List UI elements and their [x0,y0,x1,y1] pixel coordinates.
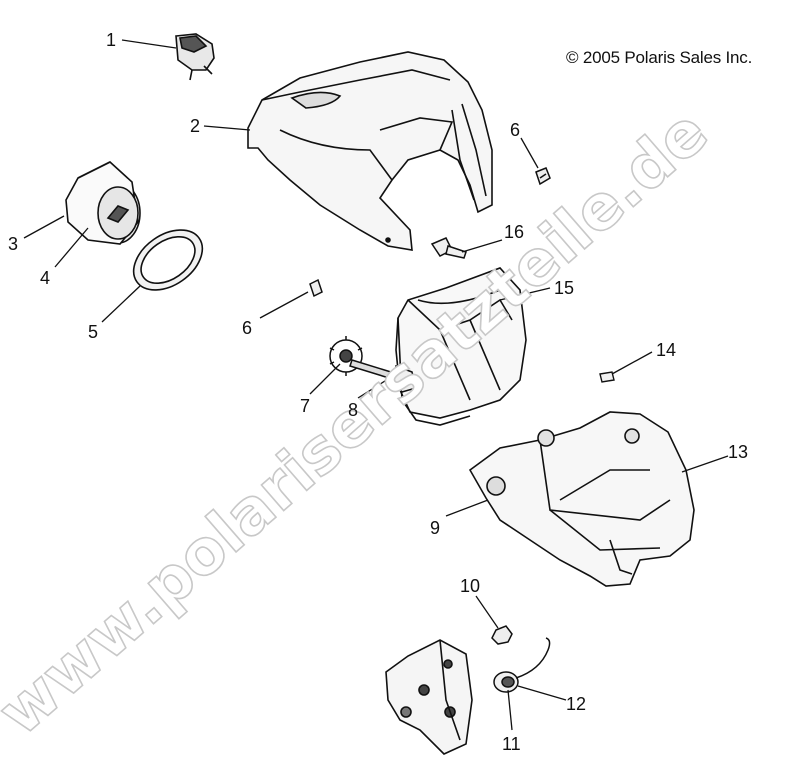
part-11-12-sensor [493,637,551,693]
part-5-ring [132,229,204,291]
callout-6-lower: 6 [242,318,253,338]
callout-16: 16 [504,222,525,242]
callout-11: 11 [502,734,521,754]
part-14-clip [599,371,615,383]
callout-3: 3 [8,234,19,254]
part-2-cowl [247,51,493,251]
part-6-screw-upper [535,167,551,186]
callout-5: 5 [88,322,99,342]
part-3-4-gauge [65,161,141,245]
callout-9: 9 [430,518,441,538]
callout-2: 2 [190,116,201,136]
bracket [385,639,473,755]
callout-1: 1 [106,30,117,50]
part-1-switch [175,33,215,81]
callout-14: 14 [656,340,677,360]
callout-8: 8 [348,400,359,420]
leader-lines [23,39,729,731]
callout-15: 15 [554,278,575,298]
callout-10: 10 [460,576,481,596]
part-16-pin [430,237,467,259]
part-8-shaft [349,359,417,393]
callout-13: 13 [728,442,749,462]
callout-7: 7 [300,396,311,416]
callout-6-upper: 6 [510,120,521,140]
part-6-screw-lower [309,278,323,298]
callout-4: 4 [40,268,51,288]
copyright-text: © 2005 Polaris Sales Inc. [566,48,753,67]
callout-12: 12 [566,694,587,714]
part-15-panel [395,267,527,426]
part-10-bolt [491,625,513,645]
part-9-lower-housing [468,411,695,587]
